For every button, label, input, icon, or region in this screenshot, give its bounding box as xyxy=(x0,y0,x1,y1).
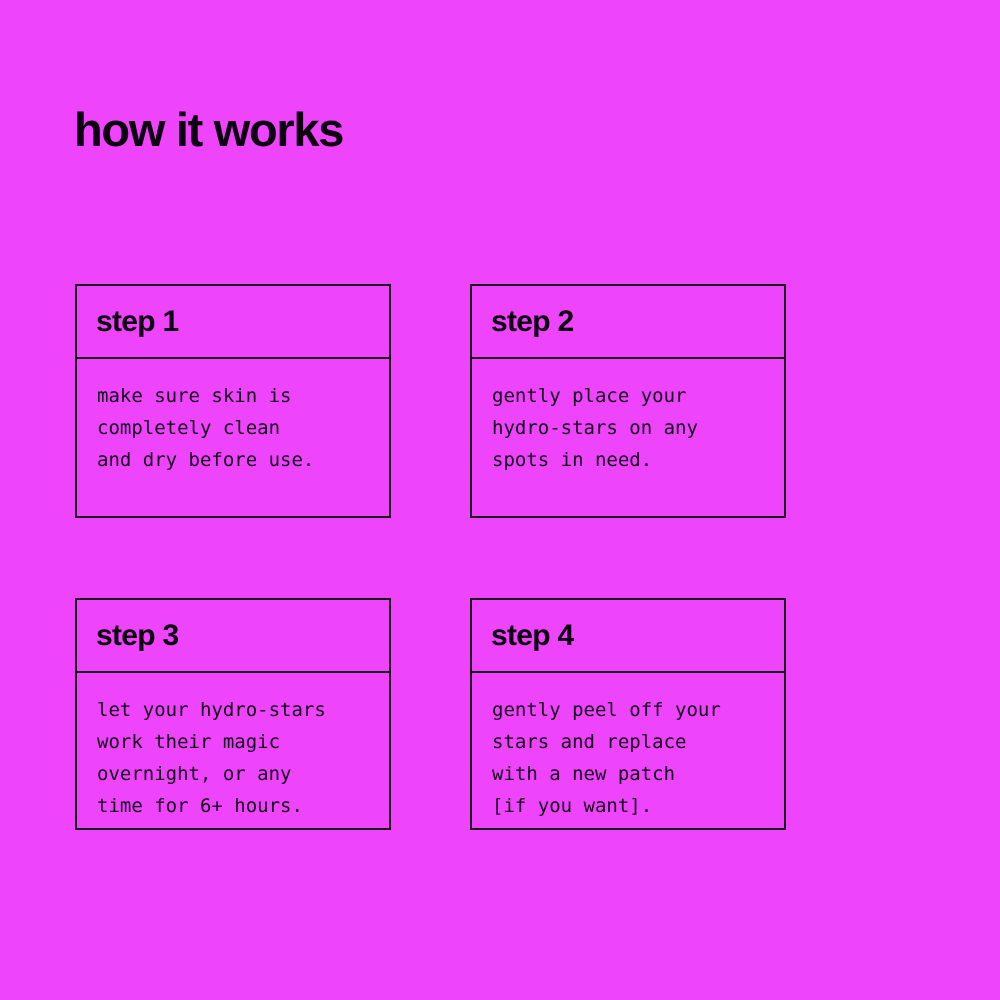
step-card-3-header: step 3 xyxy=(77,600,389,673)
step-card-4: step 4 gently peel off your stars and re… xyxy=(470,598,786,830)
step-card-3: step 3 let your hydro-stars work their m… xyxy=(75,598,391,830)
step-card-2-text: gently place your hydro-stars on any spo… xyxy=(492,385,698,471)
step-card-2-label: step 2 xyxy=(491,304,574,338)
steps-grid: step 1 make sure skin is completely clea… xyxy=(75,284,787,830)
step-card-1: step 1 make sure skin is completely clea… xyxy=(75,284,391,518)
step-card-1-header: step 1 xyxy=(77,286,389,359)
step-card-3-label: step 3 xyxy=(96,618,179,652)
step-card-1-label: step 1 xyxy=(96,304,179,338)
step-card-1-body: make sure skin is completely clean and d… xyxy=(77,359,389,516)
step-card-4-label: step 4 xyxy=(491,618,574,652)
page-title: how it works xyxy=(74,103,344,156)
step-card-4-body: gently peel off your stars and replace w… xyxy=(472,673,784,828)
step-card-2: step 2 gently place your hydro-stars on … xyxy=(470,284,786,518)
step-card-3-body: let your hydro-stars work their magic ov… xyxy=(77,673,389,828)
step-card-3-text: let your hydro-stars work their magic ov… xyxy=(97,699,326,817)
step-card-4-text: gently peel off your stars and replace w… xyxy=(492,699,721,817)
step-card-1-text: make sure skin is completely clean and d… xyxy=(97,385,315,471)
step-card-2-body: gently place your hydro-stars on any spo… xyxy=(472,359,784,516)
step-card-2-header: step 2 xyxy=(472,286,784,359)
step-card-4-header: step 4 xyxy=(472,600,784,673)
